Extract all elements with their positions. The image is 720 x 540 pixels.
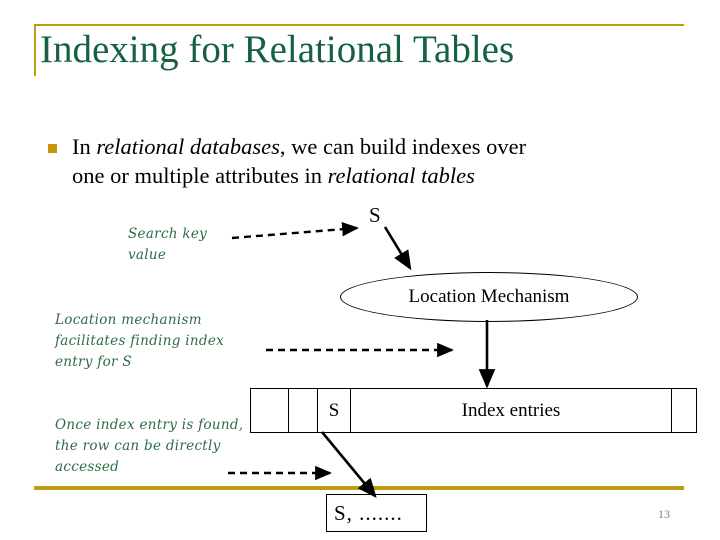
page-title: Indexing for Relational Tables (40, 28, 515, 71)
arrow-s-to-ellipse (383, 226, 412, 271)
bullet-text-part-1: In (72, 134, 97, 159)
bullet-text-part-2: , we can build indexes over (279, 134, 527, 159)
index-cell-4-entries: Index entries (351, 389, 672, 432)
search-key-s-label: S (369, 203, 381, 227)
location-mechanism-label: Location Mechanism (408, 286, 570, 307)
annotation-location-mechanism: Location mechanism facilitates finding i… (55, 312, 225, 370)
annotation-once-found: Once index entry is found, the row can b… (55, 417, 244, 475)
page-number: 13 (658, 507, 670, 521)
index-cell-1 (251, 389, 289, 432)
row-box: S, ....... (326, 494, 427, 532)
bullet-emphasis-2: relational tables (327, 163, 475, 188)
index-cell-5 (672, 389, 696, 432)
title-left-bar (34, 24, 36, 76)
footer-rule (34, 486, 684, 490)
title-top-rule (34, 24, 684, 26)
location-mechanism-ellipse: Location Mechanism (340, 272, 638, 322)
bullet-text-part-3: one or multiple attributes in (72, 163, 328, 188)
arrow-searchkey-to-s (231, 222, 359, 240)
annotation-search-key: Search key value (128, 226, 208, 263)
index-entries-table: S Index entries (250, 388, 697, 433)
bullet-emphasis-1: relational databases (96, 134, 280, 159)
bullet-line-1: In relational databases, we can build in… (72, 134, 526, 159)
index-cell-3-s: S (318, 389, 351, 432)
index-cell-2 (289, 389, 318, 432)
bullet-text: In relational databases, we can build in… (72, 132, 712, 190)
square-bullet-icon (48, 144, 57, 153)
bullet-line-2: one or multiple attributes in relational… (72, 161, 712, 190)
